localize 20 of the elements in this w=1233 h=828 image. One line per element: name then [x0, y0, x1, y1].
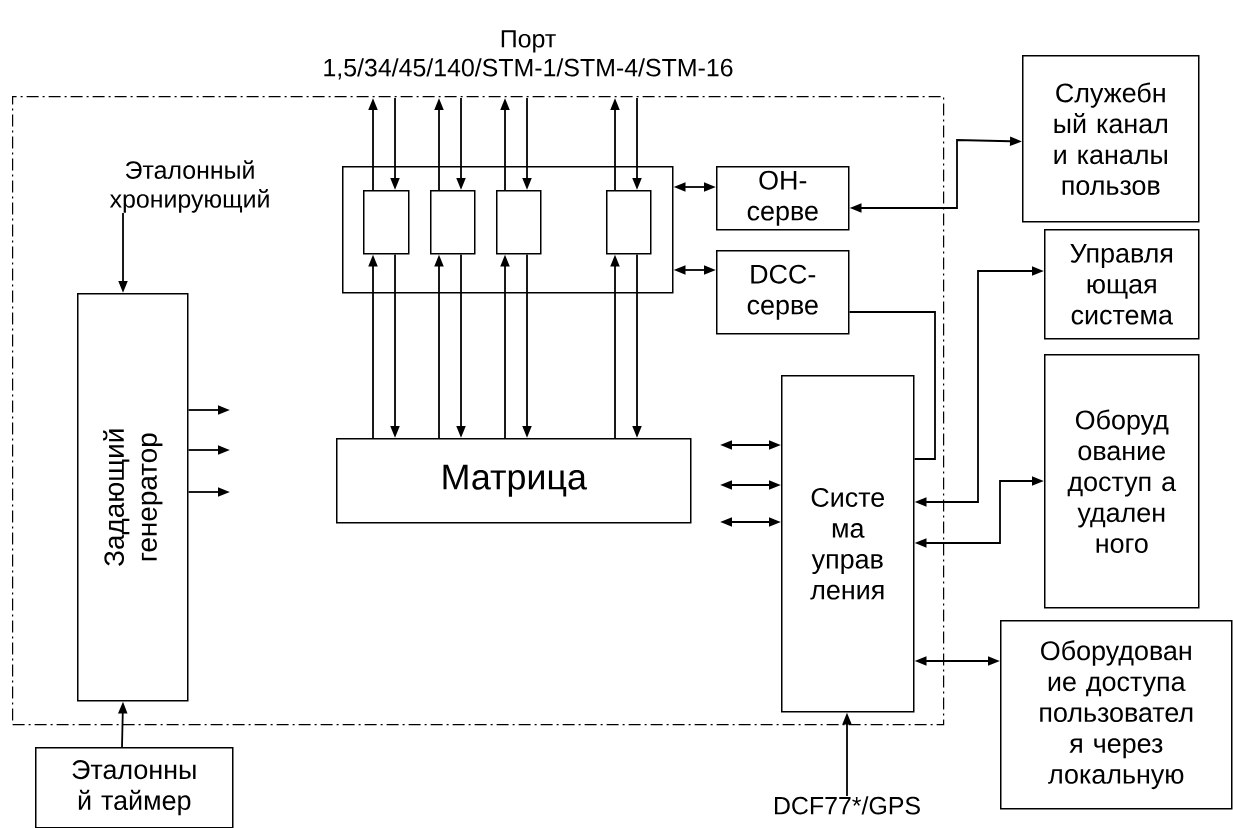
process-box: Управля ющая система [1044, 229, 1200, 340]
process-box: DCC- серве [716, 250, 850, 335]
process-box: Оборудован ие доступа пользовател я через локальную [1000, 620, 1233, 810]
port-box [430, 190, 476, 255]
port-box [496, 190, 542, 255]
connector-line [848, 311, 936, 460]
generator-box: Задающий генератор [77, 293, 189, 702]
text-label: Эталонный хронирующий [109, 160, 269, 213]
port-box [606, 190, 652, 255]
control-system-box: Систе ма управ ления [781, 375, 915, 713]
boundary-frame [12, 96, 945, 726]
process-box: Оборуд ование доступ а удален ного [1044, 354, 1200, 609]
port-label: Порт 1,5/34/45/140/STM-1/STM-4/STM-16 [324, 30, 733, 80]
process-box: Служебн ый канал и каналы пользов [1022, 55, 1200, 223]
text-label: DCF77*/GPS [775, 796, 920, 815]
matrix-box: Матрица [336, 438, 692, 524]
process-box: ОН- серве [716, 166, 850, 231]
port-box [363, 190, 410, 255]
process-box: Эталонны й таймер [35, 747, 234, 828]
port-unit-box [342, 166, 674, 294]
